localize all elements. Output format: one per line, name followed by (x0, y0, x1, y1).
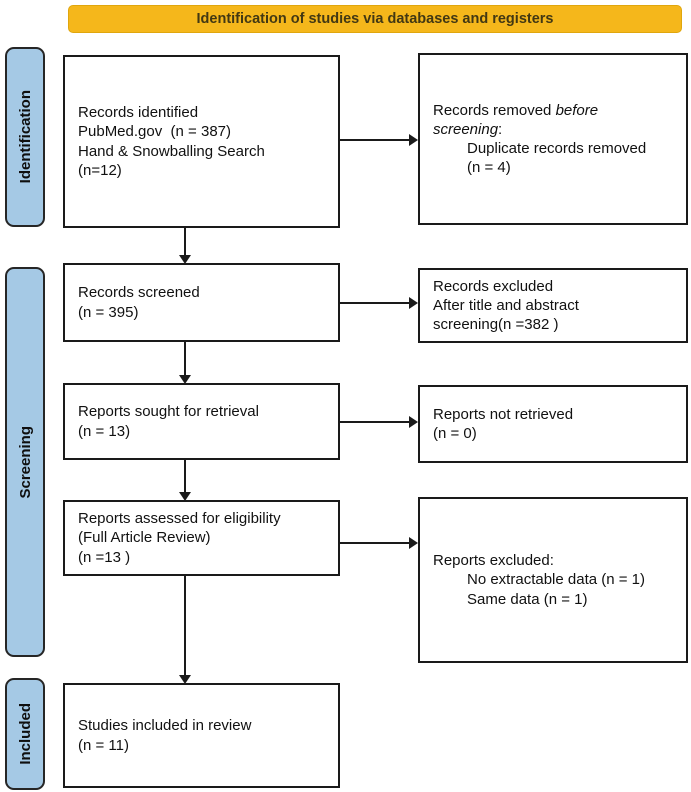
arrow-head-right-icon (409, 416, 418, 428)
stage-screening-label: Screening (16, 425, 34, 499)
arrow-identified-to-removed (340, 134, 418, 146)
arrow-shaft (184, 459, 186, 493)
arrow-head-down-icon (179, 675, 191, 684)
stage-screening: Screening (5, 267, 45, 657)
box-reports-not-retrieved: Reports not retrieved(n = 0) (418, 385, 688, 463)
box-studies-included: Studies included in review(n = 11) (63, 683, 340, 788)
arrow-sought-to-not-retrieved (340, 416, 418, 428)
stage-included: Included (5, 678, 45, 790)
arrow-assessed-to-reports-excluded (340, 537, 418, 549)
box-reports-sought: Reports sought for retrieval(n = 13) (63, 383, 340, 460)
arrow-screened-to-sought (179, 342, 191, 384)
arrow-head-down-icon (179, 492, 191, 501)
arrow-head-down-icon (179, 255, 191, 264)
arrow-head-right-icon (409, 134, 418, 146)
arrow-shaft (340, 302, 410, 304)
stage-identification: Identification (5, 47, 45, 227)
box-reports-excluded: Reports excluded:No extractable data (n … (418, 497, 688, 663)
arrow-shaft (340, 542, 410, 544)
arrow-assessed-to-included (179, 576, 191, 684)
arrow-shaft (184, 576, 186, 676)
arrow-head-right-icon (409, 537, 418, 549)
arrow-shaft (184, 228, 186, 256)
arrow-shaft (340, 421, 410, 423)
arrow-shaft (184, 342, 186, 376)
arrow-identified-to-screened (179, 228, 191, 264)
arrow-shaft (340, 139, 410, 141)
arrow-head-right-icon (409, 297, 418, 309)
arrow-screened-to-excluded (340, 297, 418, 309)
arrow-sought-to-assessed (179, 459, 191, 501)
arrow-head-down-icon (179, 375, 191, 384)
box-records-screened: Records screened(n = 395) (63, 263, 340, 342)
stage-included-label: Included (16, 703, 34, 765)
banner-title: Identification of studies via databases … (68, 5, 682, 33)
box-reports-assessed: Reports assessed for eligibility(Full Ar… (63, 500, 340, 576)
stage-identification-label: Identification (16, 90, 34, 184)
